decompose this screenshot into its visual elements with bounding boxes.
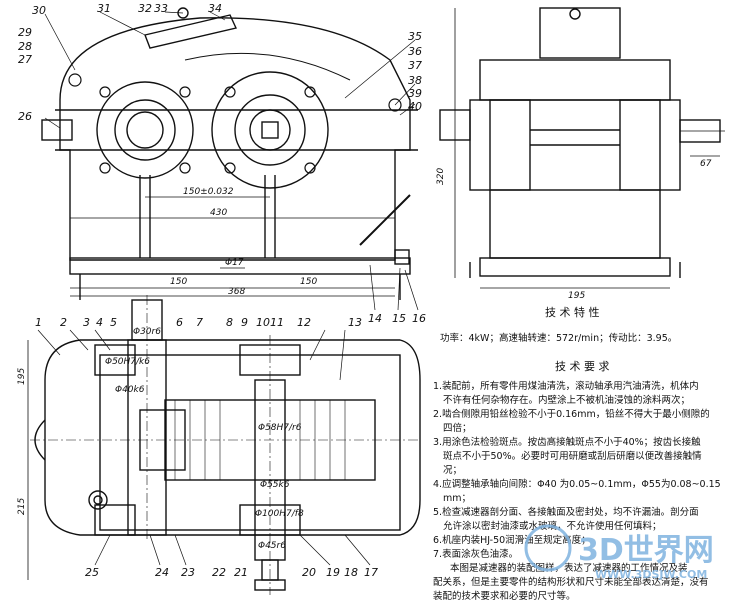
part-label-31: 31	[97, 2, 111, 15]
part-label-13: 13	[348, 316, 362, 329]
part-label-37: 37	[408, 59, 422, 72]
part-label-28: 28	[18, 40, 32, 53]
part-label-9: 9	[241, 316, 248, 329]
part-label-40: 40	[408, 100, 422, 113]
part-label-7: 7	[196, 316, 203, 329]
front-part-labels: 30 29 28 27 31 32 33 34 35 36 37 38 39 4…	[18, 2, 422, 123]
part-label-16: 16	[412, 312, 426, 325]
tech-req-line: 3.用涂色法检验斑点。按齿高接触斑点不小于40%；按齿长接触	[433, 436, 701, 448]
part-label-35: 35	[408, 30, 422, 43]
technical-requirements: 技 术 要 求 1.装配前，所有零件用煤油清洗，滚动轴承用汽油清洗，机体内 不许…	[433, 360, 721, 602]
caption-line: 本图是减速器的装配图样，表达了减速器的工作情况及装	[450, 562, 688, 574]
tech-req-line: 1.装配前，所有零件用煤油清洗，滚动轴承用汽油清洗，机体内	[433, 380, 699, 392]
part-label-12: 12	[297, 316, 311, 329]
dim-plan-195: 195	[17, 368, 27, 385]
dim-phi58: Φ58H7/r6	[258, 423, 302, 433]
dim-150-left: 150	[170, 277, 187, 287]
part-label-39: 39	[408, 87, 422, 100]
part-label-2: 2	[60, 316, 67, 329]
watermark: 3D世界网 WWW.3DSJW.COM	[524, 524, 714, 581]
part-label-17: 17	[364, 566, 378, 579]
dim-195: 195	[568, 291, 585, 301]
tech-req-line: 2.啮合侧隙用铅丝检验不小于0.16mm，铅丝不得大于最小侧隙的	[433, 408, 710, 420]
part-label-14: 14	[368, 312, 382, 325]
dim-150-right: 150	[300, 277, 317, 287]
dim-phi100: Φ100H7/f8	[255, 509, 304, 519]
front-view	[41, 7, 418, 300]
lower-part-labels: 25 24 23 22 21 20 19 18 17	[85, 566, 378, 579]
part-label-5: 5	[110, 316, 117, 329]
part-label-4: 4	[96, 316, 103, 329]
technical-characteristics: 技 术 特 性 功率：4kW；高速轴转速：572r/min；传动比：3.95。	[440, 305, 677, 344]
tech-req-line: 斑点不小于50%。必要时可用研磨或刮后研磨以便改善接触情	[443, 450, 702, 462]
caption-line: 装配的技术要求和必要的尺寸等。	[433, 590, 576, 602]
part-label-1: 1	[35, 316, 42, 329]
part-label-15: 15	[392, 312, 406, 325]
side-view	[439, 7, 725, 278]
tech-req-line: 况；	[443, 465, 462, 476]
dim-phi55: Φ55k6	[260, 480, 290, 490]
part-label-18: 18	[344, 566, 358, 579]
side-dimensions: 320 67 195	[436, 159, 712, 301]
tech-req-line: 不许有任何杂物存在。内壁涂上不被机油浸蚀的涂料两次；	[443, 394, 690, 406]
part-label-20: 20	[302, 566, 316, 579]
watermark-text: 3D世界网	[578, 533, 714, 568]
front-dimensions: 150±0.032 430 Φ17 150 150 368	[170, 187, 317, 297]
dim-plan-215: 215	[17, 498, 27, 515]
tech-req-line: 四倍；	[443, 422, 472, 434]
part-label-3: 3	[83, 316, 90, 329]
dim-length-430: 430	[210, 208, 227, 218]
tech-char-title: 技 术 特 性	[545, 305, 600, 319]
tech-req-line: 7.表面涂灰色油漆。	[433, 548, 518, 560]
part-label-11: 11	[270, 316, 284, 329]
caption-line: 配关系，但是主要零件的结构形状和尺寸未能全部表达清楚，没有	[433, 576, 709, 588]
part-label-33: 33	[154, 2, 168, 15]
part-label-23: 23	[181, 566, 195, 579]
dim-368: 368	[228, 287, 245, 297]
plan-dimensions: Φ30r6 Φ50H7/k6 Φ40k6 Φ58H7/r6 Φ55k6 Φ100…	[17, 327, 304, 551]
plan-view	[30, 295, 421, 595]
part-label-32: 32	[138, 2, 152, 15]
dim-phi40: Φ40k6	[115, 385, 145, 395]
part-label-27: 27	[18, 53, 32, 66]
tech-req-line: 6.机座内装HJ-50润滑油至规定高度；	[433, 534, 591, 546]
dim-phi45: Φ45r6	[258, 541, 286, 551]
tech-req-line: 4.应调整轴承轴向间隙：Φ40 为0.05~0.1mm，Φ55为0.08~0.1…	[433, 478, 721, 490]
dim-67: 67	[700, 159, 712, 169]
part-label-19: 19	[326, 566, 340, 579]
part-label-21: 21	[234, 566, 248, 579]
part-label-6: 6	[176, 316, 183, 329]
part-label-24: 24	[155, 566, 169, 579]
watermark-url: WWW.3DSJW.COM	[595, 568, 707, 581]
tech-char-line: 功率：4kW；高速轴转速：572r/min；传动比：3.95。	[440, 332, 677, 344]
tech-req-line: mm；	[443, 493, 471, 504]
part-label-22: 22	[212, 566, 226, 579]
part-label-26: 26	[18, 110, 32, 123]
top-part-labels: 1 2 3 4 5 6 7 8 9 10 11 12 13	[35, 316, 362, 329]
part-label-36: 36	[408, 45, 422, 58]
dim-hole-17: Φ17	[225, 258, 244, 268]
dim-height-320: 320	[436, 168, 446, 185]
tech-req-title: 技 术 要 求	[555, 360, 610, 373]
dim-phi30: Φ30r6	[133, 327, 161, 337]
part-label-30: 30	[32, 4, 46, 17]
watermark-logo-icon	[524, 524, 572, 572]
dim-phi50: Φ50H7/k6	[105, 357, 150, 367]
bottom-part-labels: 14 15 16	[368, 312, 426, 325]
dim-center-distance: 150±0.032	[183, 187, 234, 197]
part-label-8: 8	[226, 316, 233, 329]
part-label-34: 34	[208, 2, 222, 15]
part-label-38: 38	[408, 74, 422, 87]
part-label-25: 25	[85, 566, 99, 579]
part-label-10: 10	[256, 316, 270, 329]
part-label-29: 29	[18, 26, 32, 39]
tech-req-line: 5.检查减速器剖分面、各接触面及密封处，均不许漏油。剖分面	[433, 506, 699, 518]
